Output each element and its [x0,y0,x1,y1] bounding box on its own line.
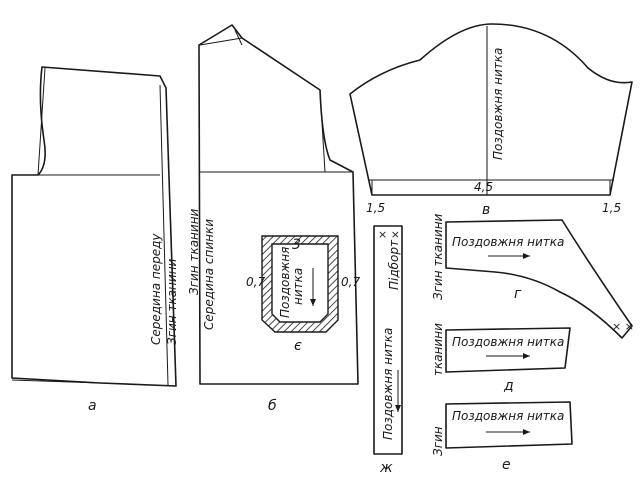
front-piece: Середина переду Згин тканини а [11,66,179,414]
sleeve-dim-left: 1,5 [366,201,385,215]
cuff-e-grain-label: Поздовжня нитка [452,409,564,423]
sleeve-grain-label: Поздовжня нитка [491,48,505,160]
back-fold-label: Згин тканини [187,208,201,295]
collar-letter: г [514,286,522,302]
cuff-d-fold-label: тканини [431,323,445,376]
cuff-d-letter: д [503,378,514,394]
collar-fold-label: Згин тканини [431,213,445,300]
sleeve-dim-center: 4,5 [474,180,493,194]
collar-piece: Згин тканини Поздовжня нитка × × г [431,213,634,339]
pocket-grain-label-1: Поздовжня [278,247,292,318]
sleeve-piece: Поздовжня нитка 4,5 1,5 1,5 в [349,23,633,218]
strip-letter: ж [379,460,393,476]
back-letter: б [268,398,277,414]
cuff-e-letter: е [502,457,511,473]
back-piece: Згин тканини Середина спинки б [187,24,359,414]
collar-grain-label: Поздовжня нитка [452,235,564,249]
strip-marks: × × [378,228,400,241]
collar-marks: × × [612,320,634,333]
strip-grain-label: Поздовжня нитка [381,328,395,440]
front-letter: а [88,398,97,414]
pocket-piece: 3 0,7 0,7 Поздовжня нитка є [246,235,360,354]
facing-strip: × × Поздовжня нитка Підборт ж [373,225,403,476]
sleeve-dim-right: 1,5 [602,201,621,215]
front-center-label: Середина переду [149,233,163,345]
front-fold-label: Згин тканини [165,258,179,345]
cuff-e-fold-label: Згин [431,426,445,456]
sleeve-letter: в [482,202,490,218]
cuff-d-piece: тканини Поздовжня нитка д [431,323,571,394]
strip-hem-label: Підборт [387,239,401,290]
pocket-dim-left: 0,7 [246,275,265,289]
cuff-e-piece: Згин Поздовжня нитка е [431,401,573,473]
pocket-grain-label-2: нитка [291,268,305,305]
pocket-dim-top: 3 [292,237,301,253]
back-center-label: Середина спинки [202,219,216,330]
pocket-letter: є [294,338,302,354]
cuff-d-grain-label: Поздовжня нитка [452,335,564,349]
pocket-dim-right: 0,7 [341,275,360,289]
